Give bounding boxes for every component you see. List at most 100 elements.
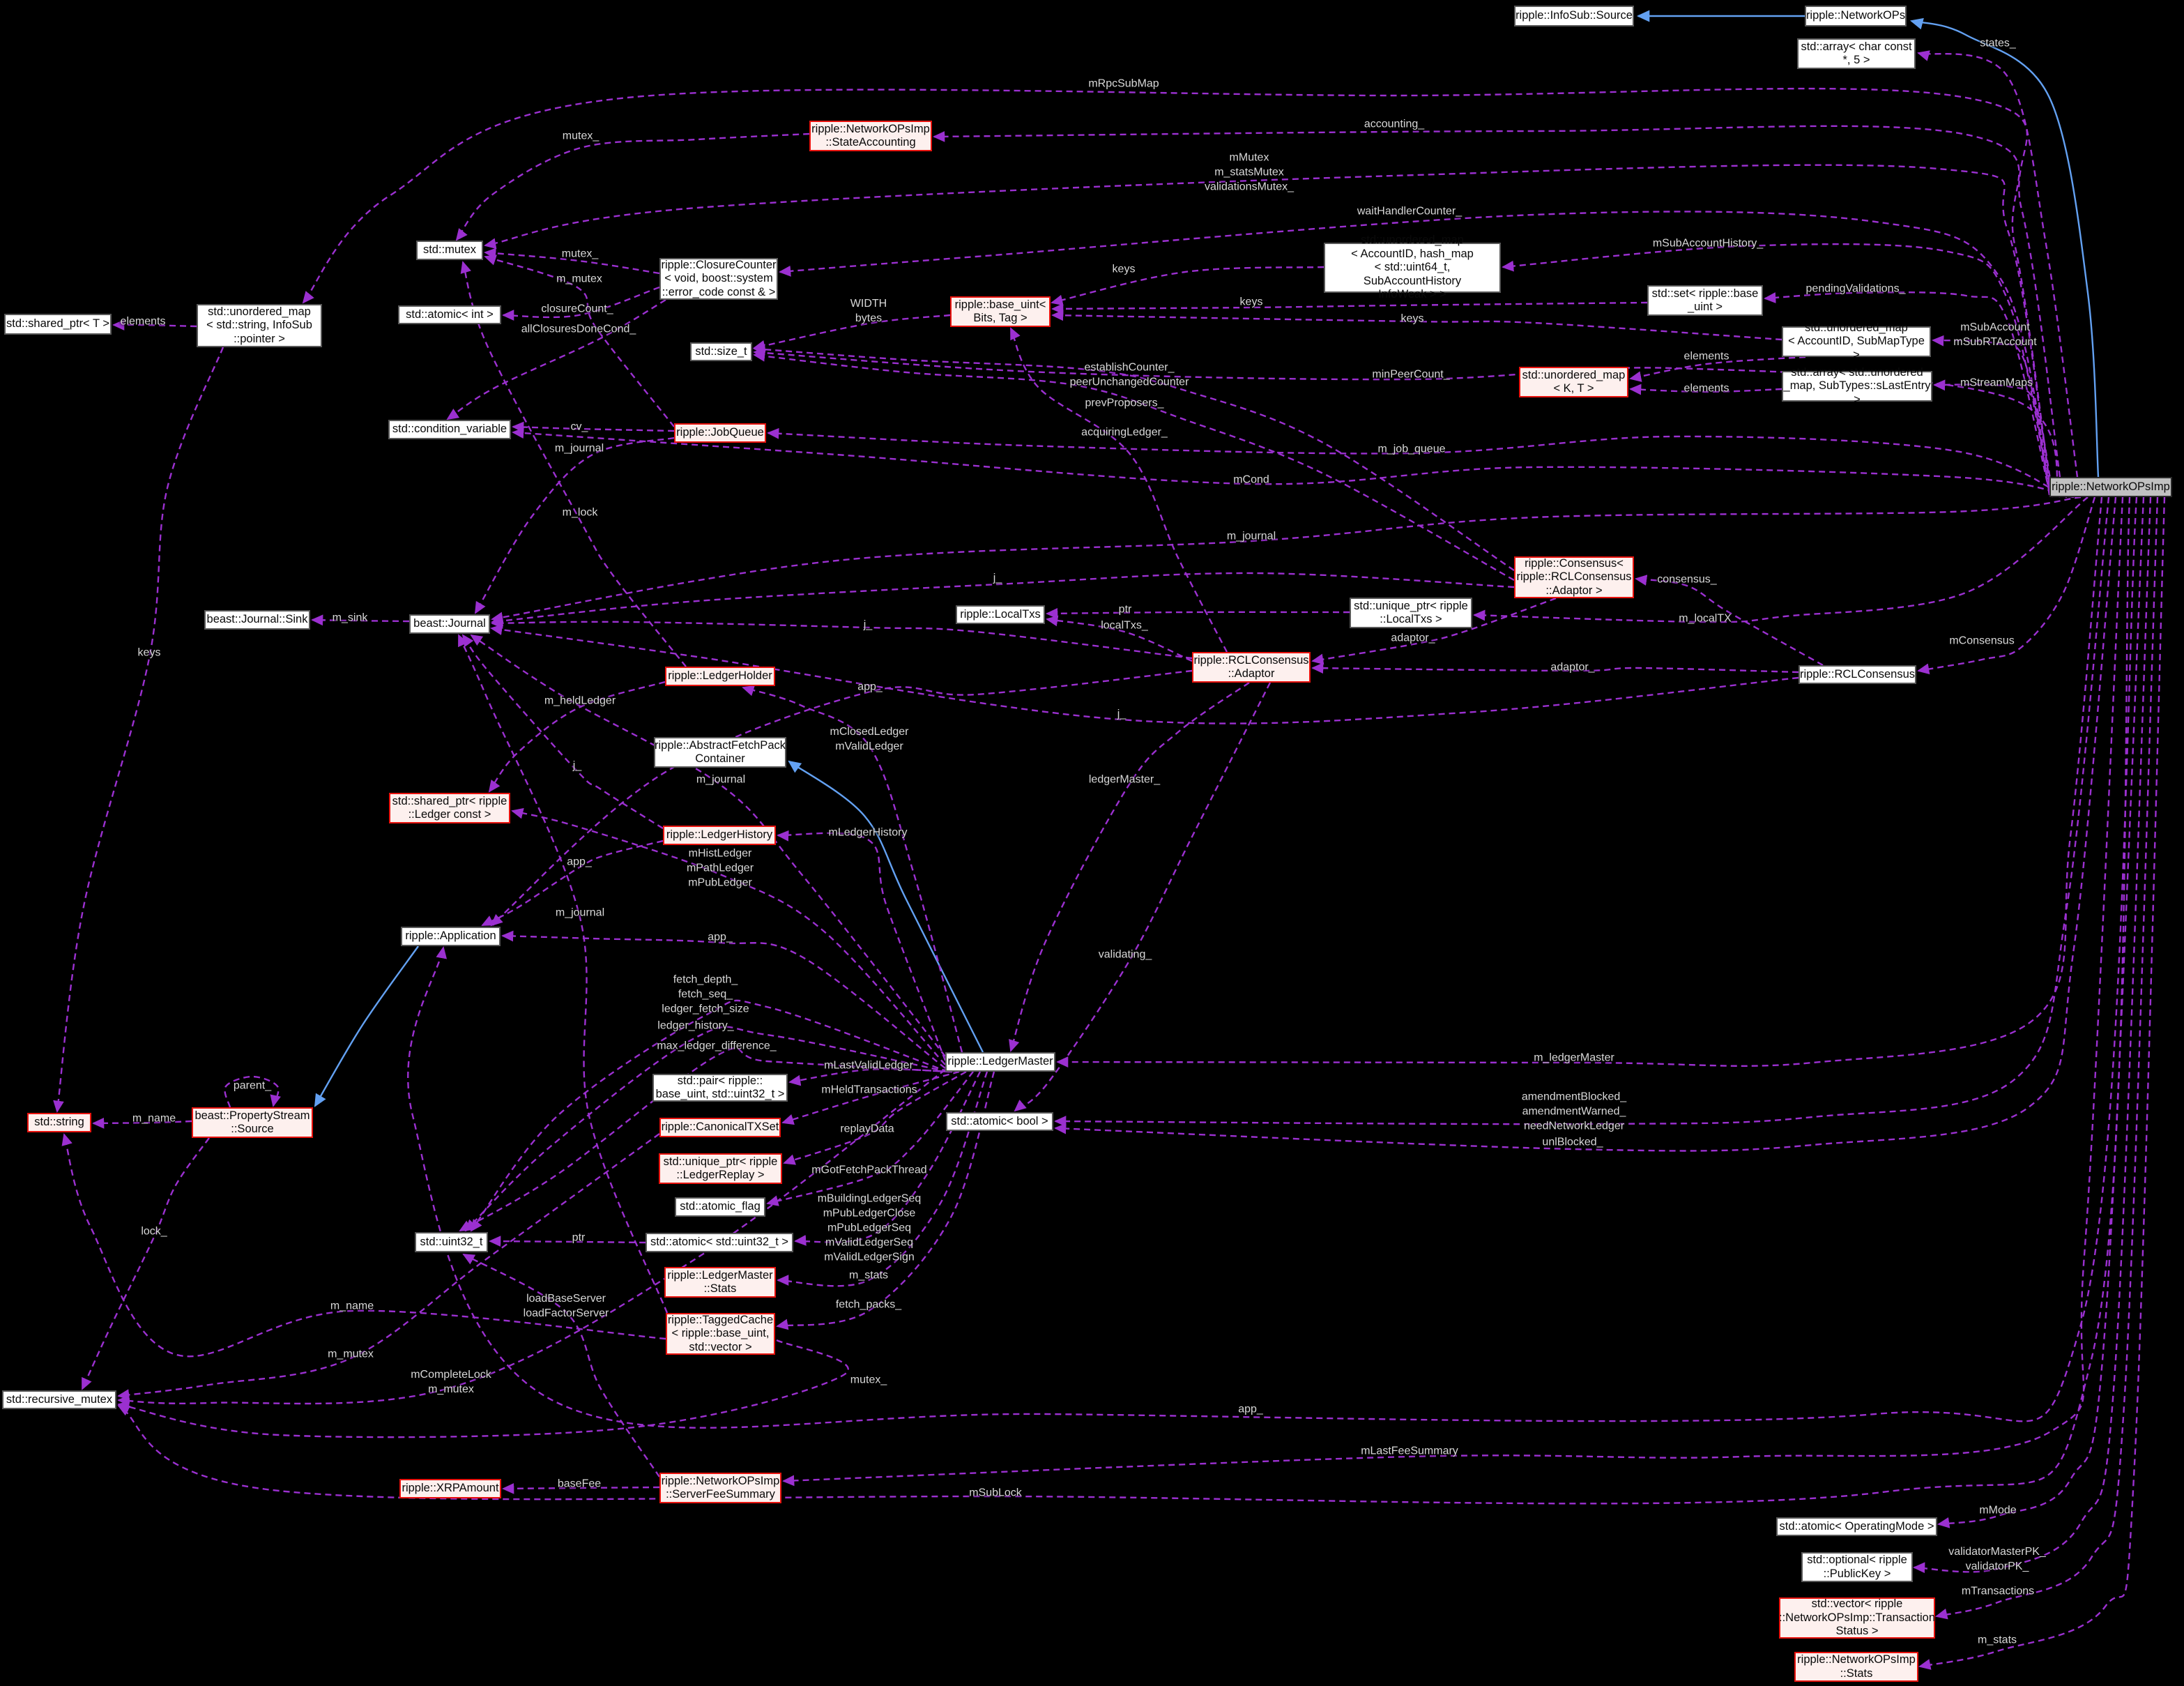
edge-adaptor-to-ledgermaster <box>1009 682 1250 1052</box>
node-canonicaltxset[interactable]: ripple::CanonicalTXSet <box>659 1118 781 1137</box>
edge-ledgermaster-to-pair-baseuint <box>788 1068 953 1086</box>
node-sptr-ledger[interactable]: std::shared_ptr< ripple ::Ledger const > <box>389 793 510 823</box>
node-atomic-flag[interactable]: std::atomic_flag <box>675 1197 765 1217</box>
node-label-atomic-opmode: std::atomic< OperatingMode > <box>1779 1519 1934 1533</box>
node-atomic-int[interactable]: std::atomic< int > <box>398 305 501 324</box>
node-label-ledgerholder: ripple::LedgerHolder <box>668 669 772 683</box>
node-label-ledgerhistory: ripple::LedgerHistory <box>666 828 773 842</box>
edge-main-to-atomic-bool <box>1054 496 2110 1127</box>
edge-umap-acct-submap-to-umap-kt <box>1629 356 1806 382</box>
node-size-t[interactable]: std::size_t <box>690 342 752 361</box>
edge-ledgerhistory-to-application <box>481 840 664 927</box>
node-consensus[interactable]: ripple::Consensus< ripple::RCLConsensus … <box>1514 556 1634 598</box>
node-networkops[interactable]: ripple::NetworkOPs <box>1805 6 1907 26</box>
node-localtxs[interactable]: ripple::LocalTxs <box>956 605 1045 624</box>
edge-main-to-state-accounting <box>933 125 2051 482</box>
edge-ledgermaster-to-taggedcache <box>776 1071 995 1330</box>
node-state-accounting[interactable]: ripple::NetworkOPsImp ::StateAccounting <box>809 121 932 151</box>
node-ledgermaster[interactable]: ripple::LedgerMaster <box>945 1052 1055 1072</box>
node-umap-acct-submap[interactable]: std::unordered_map < AccountID, SubMapTy… <box>1782 321 1931 361</box>
node-abstractfetch[interactable]: ripple::AbstractFetchPack Container <box>654 737 786 768</box>
node-array-char[interactable]: std::array< char const *, 5 > <box>1797 38 1916 69</box>
node-recursive-mutex[interactable]: std::recursive_mutex <box>2 1390 116 1409</box>
node-adaptor[interactable]: ripple::RCLConsensus ::Adaptor <box>1192 652 1311 683</box>
edge-main-to-rclconsensus <box>1917 496 2096 675</box>
node-label-uptr-ledgerreplay: std::unique_ptr< ripple ::LedgerReplay > <box>663 1155 778 1182</box>
node-label-atomic-uint32: std::atomic< std::uint32_t > <box>650 1236 789 1249</box>
node-application[interactable]: ripple::Application <box>401 927 501 946</box>
edge-adaptor-to-journal <box>491 617 1193 660</box>
node-cond-var[interactable]: std::condition_variable <box>388 420 511 439</box>
node-label-taggedcache: ripple::TaggedCache < ripple::base_uint,… <box>667 1313 774 1353</box>
node-label-main: ripple::NetworkOPsImp <box>2052 480 2170 493</box>
node-label-application: ripple::Application <box>405 929 496 943</box>
node-ps-source[interactable]: beast::PropertyStream ::Source <box>192 1107 313 1138</box>
node-opt-pubkey[interactable]: std::optional< ripple ::PublicKey > <box>1801 1552 1913 1582</box>
node-umap-acct-hash[interactable]: std::unordered_map < AccountID, hash_map… <box>1324 234 1501 301</box>
node-taggedcache[interactable]: ripple::TaggedCache < ripple::base_uint,… <box>666 1313 775 1355</box>
edge-ledgermaster-to-abstractfetch <box>788 760 984 1053</box>
node-label-lm-stats: ripple::LedgerMaster ::Stats <box>667 1268 773 1296</box>
node-closure-counter[interactable]: ripple::ClosureCounter < void, boost::sy… <box>659 258 778 300</box>
node-shared-ptr-t[interactable]: std::shared_ptr< T > <box>4 314 112 335</box>
node-atomic-bool[interactable]: std::atomic< bool > <box>946 1112 1053 1131</box>
node-label-canonicaltxset: ripple::CanonicalTXSet <box>661 1121 779 1134</box>
node-array-umap-subtypes[interactable]: std::array< std::unordered _map, SubType… <box>1782 366 1932 406</box>
node-nopsimp-stats[interactable]: ripple::NetworkOPsImp ::Stats <box>1794 1652 1918 1682</box>
node-set-base-uint[interactable]: std::set< ripple::base _uint > <box>1647 285 1763 316</box>
edge-main-to-umap-acct-submap <box>1932 335 2051 496</box>
edge-jobqueue-to-journal <box>474 436 675 614</box>
edge-consensus-to-size-t <box>753 344 1515 571</box>
node-pair-baseuint[interactable]: std::pair< ripple:: base_uint, std::uint… <box>652 1074 788 1102</box>
edge-ps-source-to-ps-source <box>224 1075 281 1108</box>
edge-main-to-nopsimp-stats <box>1918 496 2166 1670</box>
node-uptr-ledgerreplay[interactable]: std::unique_ptr< ripple ::LedgerReplay > <box>659 1153 782 1184</box>
node-label-umap-string-infosub: std::unordered_map < std::string, InfoSu… <box>206 305 312 345</box>
node-ledgerhistory[interactable]: ripple::LedgerHistory <box>663 826 776 845</box>
node-base-uint[interactable]: ripple::base_uint< Bits, Tag > <box>950 296 1051 327</box>
edge-main-to-size-t <box>753 347 2061 498</box>
node-label-journal: beast::Journal <box>413 617 486 630</box>
edge-ledgerholder-to-sptr-ledger <box>488 681 666 793</box>
node-label-umap-acct-submap: std::unordered_map < AccountID, SubMapTy… <box>1788 321 1925 361</box>
node-umap-kt[interactable]: std::unordered_map < K, T > <box>1519 367 1628 397</box>
node-ledgerholder[interactable]: ripple::LedgerHolder <box>665 667 775 686</box>
edge-main-to-set-base-uint <box>1764 291 2051 493</box>
edge-taggedcache-to-journal <box>457 634 669 1314</box>
edge-ledgerholder-to-std-mutex <box>460 261 687 667</box>
node-journal[interactable]: beast::Journal <box>409 614 490 634</box>
edge-serverfee-to-xrpamount <box>502 1482 660 1494</box>
node-umap-string-infosub[interactable]: std::unordered_map < std::string, InfoSu… <box>197 304 322 347</box>
node-journal-sink[interactable]: beast::Journal::Sink <box>204 610 310 630</box>
node-serverfee[interactable]: ripple::NetworkOPsImp ::ServerFeeSummary <box>659 1473 781 1503</box>
node-std-mutex[interactable]: std::mutex <box>416 241 483 260</box>
node-infosub-source[interactable]: ripple::InfoSub::Source <box>1514 6 1634 26</box>
node-label-ledgermaster: ripple::LedgerMaster <box>947 1055 1053 1068</box>
edge-main-to-jobqueue <box>767 427 2068 499</box>
node-atomic-opmode[interactable]: std::atomic< OperatingMode > <box>1776 1517 1937 1536</box>
node-label-adaptor: ripple::RCLConsensus ::Adaptor <box>1193 653 1309 681</box>
node-atomic-uint32[interactable]: std::atomic< std::uint32_t > <box>646 1233 793 1252</box>
node-rclconsensus[interactable]: ripple::RCLConsensus <box>1799 665 1916 684</box>
edge-main-to-array-char <box>1917 50 2079 478</box>
edge-application-to-ps-source <box>314 945 419 1107</box>
edge-jobqueue-to-cond-var <box>512 421 675 433</box>
node-lm-stats[interactable]: ripple::LedgerMaster ::Stats <box>664 1267 776 1298</box>
node-label-atomic-flag: std::atomic_flag <box>680 1200 761 1213</box>
edge-consensus-to-journal <box>491 572 1515 627</box>
edge-adaptor-to-atomic-bool <box>1014 682 1272 1112</box>
node-vector-txstatus[interactable]: std::vector< ripple ::NetworkOPsImp::Tra… <box>1779 1597 1935 1639</box>
edge-ledgerhistory-to-journal <box>461 634 664 830</box>
node-label-nopsimp-stats: ripple::NetworkOPsImp ::Stats <box>1797 1653 1916 1680</box>
node-xrpamount[interactable]: ripple::XRPAmount <box>399 1479 501 1498</box>
node-uint32[interactable]: std::uint32_t <box>415 1232 488 1252</box>
node-std-string[interactable]: std::string <box>27 1113 91 1132</box>
node-label-abstractfetch: ripple::AbstractFetchPack Container <box>655 738 786 766</box>
node-uptr-localtxs[interactable]: std::unique_ptr< ripple ::LocalTxs > <box>1350 598 1472 628</box>
node-main[interactable]: ripple::NetworkOPsImp <box>2049 477 2172 497</box>
node-jobqueue[interactable]: ripple::JobQueue <box>674 423 766 443</box>
edge-ledgermaster-to-journal <box>470 634 946 1057</box>
node-label-std-string: std::string <box>34 1116 84 1129</box>
